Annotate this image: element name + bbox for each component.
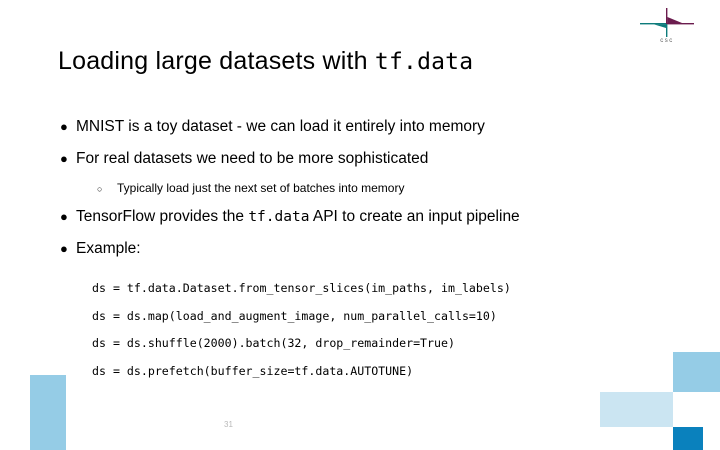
bullet-marker-icon: ● (60, 209, 68, 225)
code-line: ds = ds.shuffle(2000).batch(32, drop_rem… (92, 336, 455, 351)
list-item-label-after: API to create an input pipeline (309, 208, 520, 226)
decoration-block-left (30, 375, 66, 450)
list-item: ● MNIST is a toy dataset - we can load i… (60, 118, 680, 136)
list-item-label: MNIST is a toy dataset - we can load it … (76, 118, 485, 135)
sub-list-item-label: Typically load just the next set of batc… (117, 180, 405, 195)
csc-logo: csc (636, 6, 698, 52)
code-line: ds = ds.map(load_and_augment_image, num_… (92, 308, 497, 323)
page-title-text: Loading large datasets with (58, 47, 375, 75)
code-line: ds = tf.data.Dataset.from_tensor_slices(… (92, 281, 511, 295)
decoration-block-mid-right (600, 392, 673, 427)
bullet-marker-icon: ● (60, 241, 68, 257)
decoration-block-bottom-right (673, 427, 703, 450)
decoration-block-top-right (673, 352, 720, 392)
page-title-code: tf.data (374, 49, 474, 75)
page-number: 31 (224, 420, 233, 429)
list-item: ● Example: (60, 240, 680, 258)
bullet-marker-icon: ● (60, 119, 68, 134)
sub-bullet-marker-icon: ○ (97, 183, 103, 194)
csc-logo-caption: csc (660, 38, 674, 44)
list-item-label-before: TensorFlow provides the (76, 208, 249, 226)
bullet-list: ● MNIST is a toy dataset - we can load i… (60, 118, 680, 272)
sub-list-item: ○ Typically load just the next set of ba… (60, 180, 680, 196)
code-line: ds = ds.prefetch(buffer_size=tf.data.AUT… (92, 363, 414, 378)
bullet-marker-icon: ● (60, 150, 68, 166)
list-item: ● TensorFlow provides the tf.data API to… (60, 208, 680, 226)
csc-logo-icon (640, 8, 694, 37)
page-title: Loading large datasets with tf.data (58, 47, 473, 76)
list-item-label: Example: (76, 240, 141, 258)
list-item-label: For real datasets we need to be more sop… (76, 149, 429, 167)
list-item-label-code: tf.data (248, 209, 310, 226)
list-item: ● For real datasets we need to be more s… (60, 150, 680, 168)
list-item-label: TensorFlow provides the tf.data API to c… (76, 208, 520, 226)
code-block: ds = tf.data.Dataset.from_tensor_slices(… (92, 281, 511, 393)
